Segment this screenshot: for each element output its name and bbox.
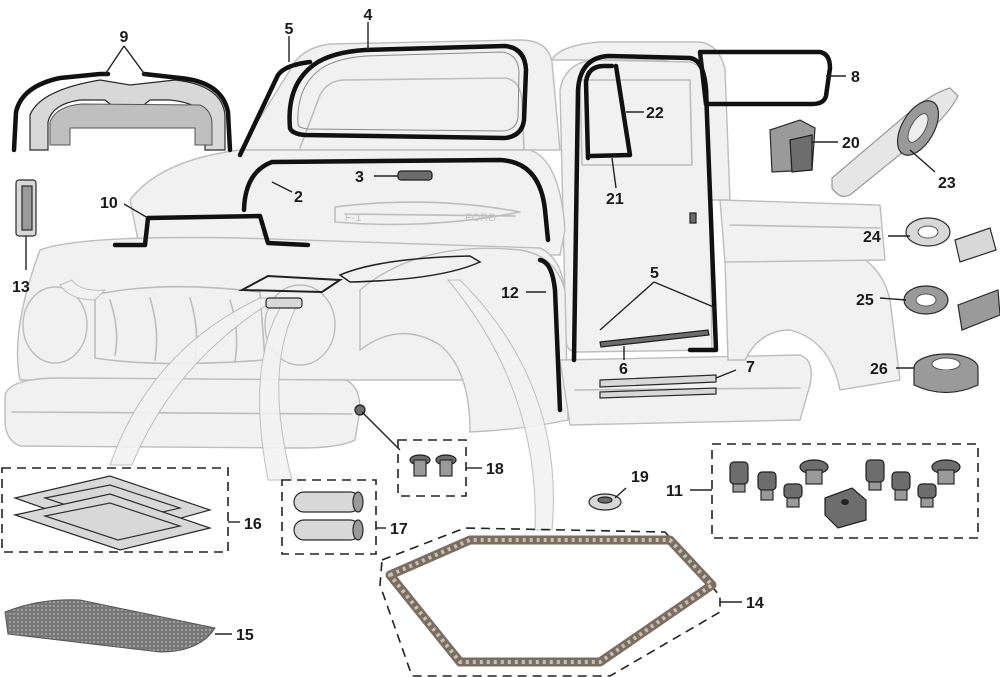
callout-20: 20 [842,135,860,152]
group-box-17 [281,479,377,555]
callout-12: 12 [501,285,519,302]
part-14-gasket [385,535,717,667]
callout-16: 16 [244,516,262,533]
group-box-18 [397,439,467,497]
callout-10: 10 [100,195,118,212]
part-15-mat [4,599,216,653]
callout-21: 21 [606,191,624,208]
callout-14: 14 [746,595,764,612]
svg-text:FORD: FORD [465,212,496,224]
callout-6: 6 [619,361,628,378]
part-7-strip [599,374,717,388]
callout-9: 9 [120,29,129,46]
callout-2: 2 [294,189,303,206]
part-18-bumpers [409,454,457,477]
callout-13: 13 [12,279,30,296]
callouts: 9 5 4 8 20 23 22 21 2 3 10 12 5 6 7 24 2… [12,7,956,644]
part-10-hood-seal [112,213,311,248]
group-box-14 [379,527,721,677]
part-5-pillar-seal [237,59,313,158]
part-8-rear-seal [697,49,833,107]
part-22-vent-seal [583,63,615,161]
part-13-bumper [15,179,37,237]
part-25-tape [903,285,1000,331]
part-23-filler-grommet [831,87,959,198]
callout-18: 18 [486,461,504,478]
part-4-windshield-seal [287,43,529,141]
connector-ribbons [59,279,554,531]
part-24-tape [905,217,997,263]
part-9-firewall-seal [11,71,233,153]
svg-text:F-1: F-1 [345,212,362,224]
part-5-door-seal [571,53,719,363]
callout-26: 26 [870,361,888,378]
callout-11: 11 [666,483,683,500]
callout-23: 23 [938,175,956,192]
callout-22: 22 [646,105,664,122]
part-19-grommet [588,493,622,511]
callout-5-door: 5 [650,265,659,282]
callout-24: 24 [863,229,881,246]
part-17-clip-installed [265,297,303,309]
part-6-door-bottom-seal [599,329,710,348]
callout-17: 17 [390,521,408,538]
part-20-block [769,119,816,173]
callout-7: 7 [746,359,755,376]
callout-19-visible: 19 [631,469,649,486]
part-21-vent-seal [587,63,633,159]
part-12-fender-seal [537,257,563,413]
part-2-cowl-seal [241,157,551,243]
part-16-pads [12,475,213,551]
callout-25: 25 [856,292,874,309]
leader-lines [25,22,936,635]
callout-8: 8 [851,69,860,86]
callout-4: 4 [364,7,373,24]
callout-5-top: 5 [285,21,294,38]
part-3-hood-pad [397,170,433,181]
part-11-bumpers [729,459,961,529]
callout-15: 15 [236,627,254,644]
group-box-16 [1,467,229,553]
part-17-clips [293,491,364,541]
callout-3: 3 [355,169,364,186]
part-26-tape [913,353,979,394]
